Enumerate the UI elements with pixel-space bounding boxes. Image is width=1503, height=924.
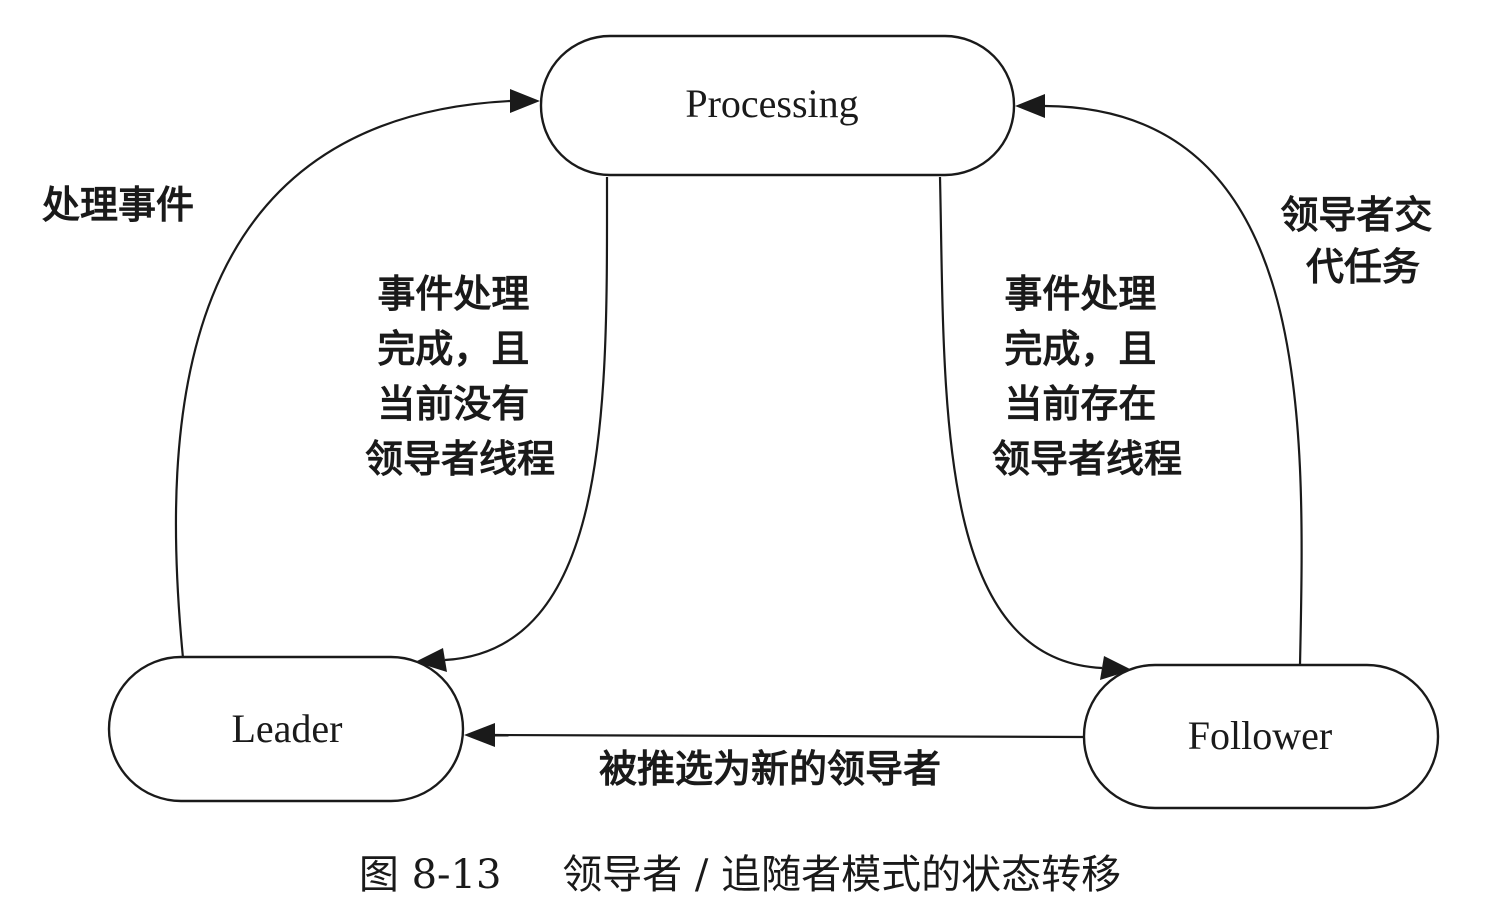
- state-processing-label: Processing: [685, 81, 858, 126]
- arrowhead-follower-to-processing: [1015, 94, 1045, 118]
- label-processing-to-follower-line: 完成，且: [1004, 327, 1156, 371]
- arrowhead-processing-to-follower: [1100, 656, 1132, 680]
- state-follower-box: [1082, 663, 1440, 810]
- label-processing-to-follower: 事件处理 完成，且 当前存在 领导者线程: [992, 272, 1182, 481]
- arrowhead-follower-to-leader: [464, 723, 495, 747]
- label-leader-to-processing: 处理事件: [42, 183, 194, 227]
- state-follower-label: Follower: [1188, 713, 1332, 758]
- state-processing-box: [539, 34, 1016, 177]
- edge-processing-to-leader: [444, 176, 609, 662]
- label-follower-to-processing-line: 领导者交: [1280, 193, 1432, 237]
- state-leader-label: Leader: [231, 706, 342, 751]
- label-processing-to-leader-line: 领导者线程: [365, 437, 555, 481]
- state-processing: Processing: [539, 34, 1016, 177]
- state-follower: Follower: [1082, 663, 1440, 810]
- label-processing-to-follower-line: 事件处理: [1004, 272, 1156, 316]
- label-processing-to-follower-line: 领导者线程: [992, 437, 1182, 481]
- label-processing-to-follower-line: 当前存在: [1004, 382, 1156, 426]
- label-processing-to-leader-line: 完成，且: [377, 327, 529, 371]
- figure-number: 图 8-13: [359, 852, 502, 898]
- label-follower-to-leader: 被推选为新的领导者: [599, 747, 941, 791]
- state-leader: Leader: [107, 655, 465, 803]
- label-leader-to-processing-line: 处理事件: [42, 183, 194, 227]
- edge-follower-to-processing: [1044, 104, 1303, 666]
- label-processing-to-leader: 事件处理 完成，且 当前没有 领导者线程: [365, 272, 555, 481]
- label-follower-to-processing-line: 代任务: [1306, 245, 1420, 289]
- edge-leader-to-processing: [174, 99, 511, 659]
- label-follower-to-leader-line: 被推选为新的领导者: [599, 747, 941, 791]
- state-leader-box: [107, 655, 465, 803]
- edge-follower-to-leader: [494, 733, 1084, 739]
- label-processing-to-leader-line: 当前没有: [377, 382, 529, 426]
- figure-caption: 图 8-13 领导者 / 追随者模式的状态转移: [359, 852, 1121, 898]
- figure-title: 领导者 / 追随者模式的状态转移: [562, 852, 1121, 898]
- label-follower-to-processing: 领导者交 代任务: [1280, 193, 1445, 289]
- arrowhead-leader-to-processing: [510, 89, 540, 113]
- label-processing-to-leader-line: 事件处理: [377, 272, 529, 316]
- arrowhead-processing-to-leader: [415, 648, 447, 672]
- edge-processing-to-follower: [938, 176, 1103, 670]
